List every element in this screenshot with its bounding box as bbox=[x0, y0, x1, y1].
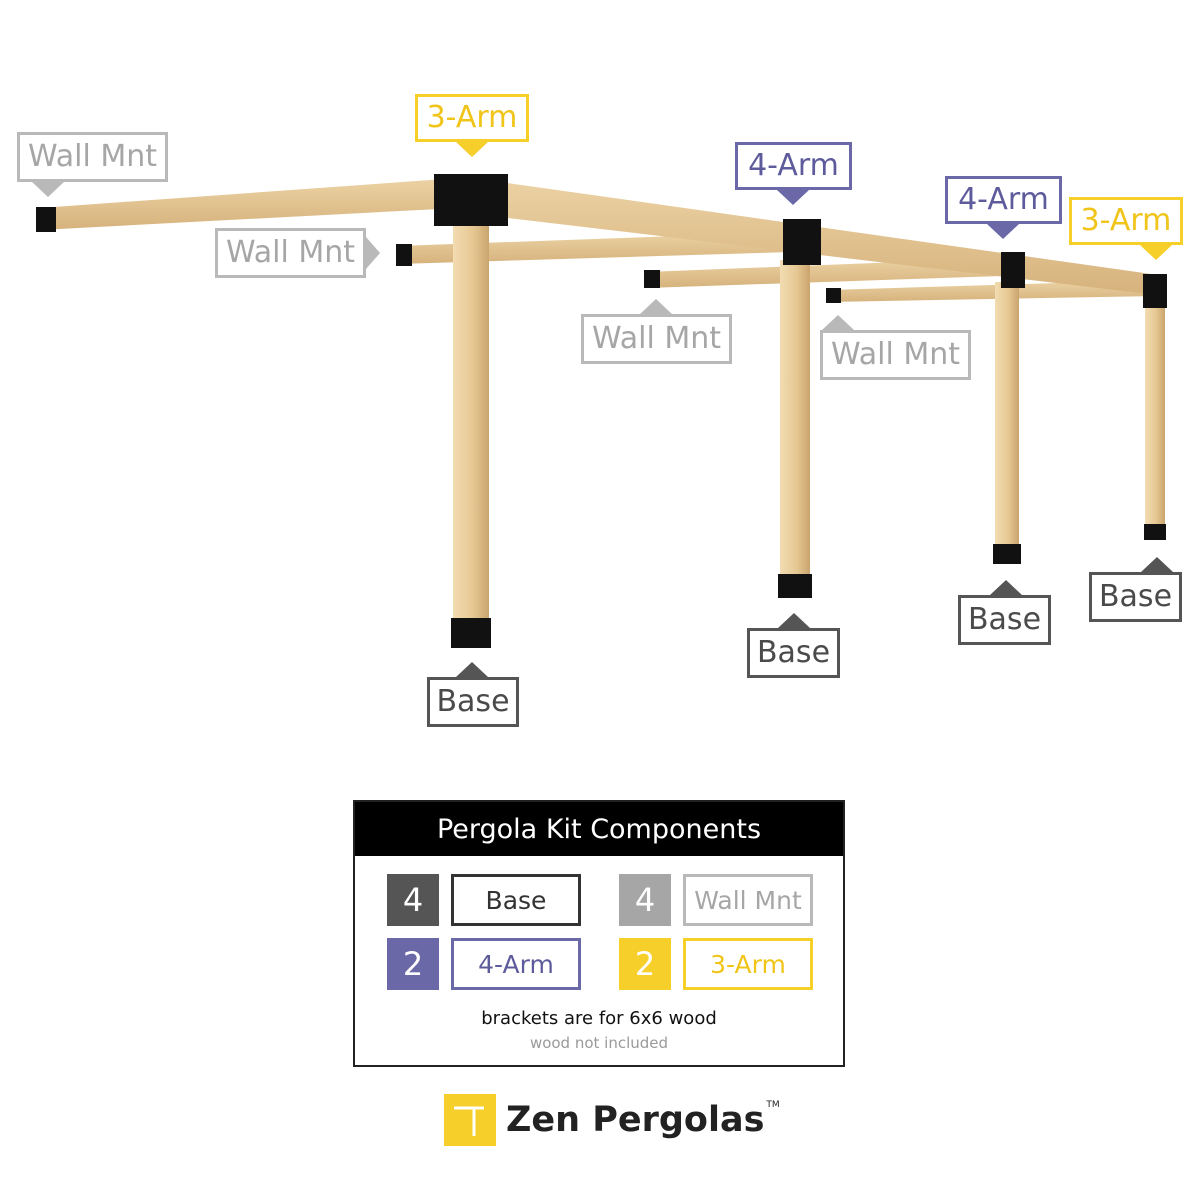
three-arm-quantity: 2 bbox=[619, 938, 671, 990]
zen-pergolas-logo-icon bbox=[444, 1094, 496, 1146]
wall-mount-pointer-3 bbox=[640, 299, 672, 314]
four-arm-callout-1: 4-Arm bbox=[735, 142, 852, 190]
trademark-mark: TM bbox=[766, 1100, 780, 1110]
four-arm-bracket-a bbox=[783, 219, 821, 265]
kit-components-legend: Pergola Kit Components 4 Base 4 Wall Mnt… bbox=[353, 800, 845, 1067]
wall-mount-pointer-1 bbox=[32, 182, 64, 197]
base-callout-2: Base bbox=[747, 628, 840, 678]
base-label: Base bbox=[451, 874, 581, 926]
base-quantity: 4 bbox=[387, 874, 439, 926]
base-callout-3: Base bbox=[958, 595, 1051, 645]
base-pointer-3 bbox=[990, 580, 1022, 595]
wall-mount-callout-2: Wall Mnt bbox=[215, 228, 366, 278]
base-callout-1: Base bbox=[427, 677, 519, 727]
four-arm-callout-2: 4-Arm bbox=[945, 176, 1062, 224]
wall-mount-label: Wall Mnt bbox=[683, 874, 813, 926]
wall-mount-pointer-4 bbox=[822, 315, 854, 330]
three-arm-pointer-2 bbox=[1140, 245, 1172, 260]
four-arm-pointer-1 bbox=[777, 190, 809, 205]
post-4 bbox=[1144, 300, 1166, 540]
wall-mount-callout-4: Wall Mnt bbox=[820, 330, 971, 380]
base-callout-4: Base bbox=[1089, 572, 1182, 622]
wood-not-included-note: wood not included bbox=[529, 1034, 669, 1052]
post-1 bbox=[451, 222, 491, 648]
wall-mount-pointer-2 bbox=[366, 237, 380, 269]
rafter-2 bbox=[396, 232, 790, 266]
post-3 bbox=[993, 282, 1021, 564]
wall-mount-quantity: 4 bbox=[619, 874, 671, 926]
three-arm-bracket-b bbox=[1143, 274, 1167, 308]
four-arm-bracket-b bbox=[1001, 252, 1025, 288]
three-arm-label: 3-Arm bbox=[683, 938, 813, 990]
base-pointer-2 bbox=[778, 613, 810, 628]
wood-size-note: brackets are for 6x6 wood bbox=[481, 1008, 717, 1029]
wall-mount-callout-1: Wall Mnt bbox=[17, 132, 168, 182]
pergola-diagram bbox=[36, 174, 1167, 648]
three-arm-bracket-a bbox=[434, 174, 508, 226]
three-arm-pointer-1 bbox=[456, 142, 488, 157]
four-arm-pointer-2 bbox=[987, 224, 1019, 239]
base-pointer-1 bbox=[456, 662, 488, 677]
four-arm-quantity: 2 bbox=[387, 938, 439, 990]
brand-lockup: Zen Pergolas TM bbox=[444, 1094, 780, 1146]
base-pointer-4 bbox=[1141, 557, 1173, 572]
rafter-1 bbox=[36, 178, 458, 232]
post-2 bbox=[778, 260, 812, 598]
wall-mount-callout-3: Wall Mnt bbox=[581, 314, 732, 364]
brand-name: Zen Pergolas bbox=[506, 1100, 765, 1140]
legend-title: Pergola Kit Components bbox=[355, 802, 843, 856]
four-arm-label: 4-Arm bbox=[451, 938, 581, 990]
three-arm-callout-1: 3-Arm bbox=[415, 94, 529, 142]
rafter-4 bbox=[826, 280, 1156, 303]
three-arm-callout-2: 3-Arm bbox=[1069, 197, 1183, 245]
